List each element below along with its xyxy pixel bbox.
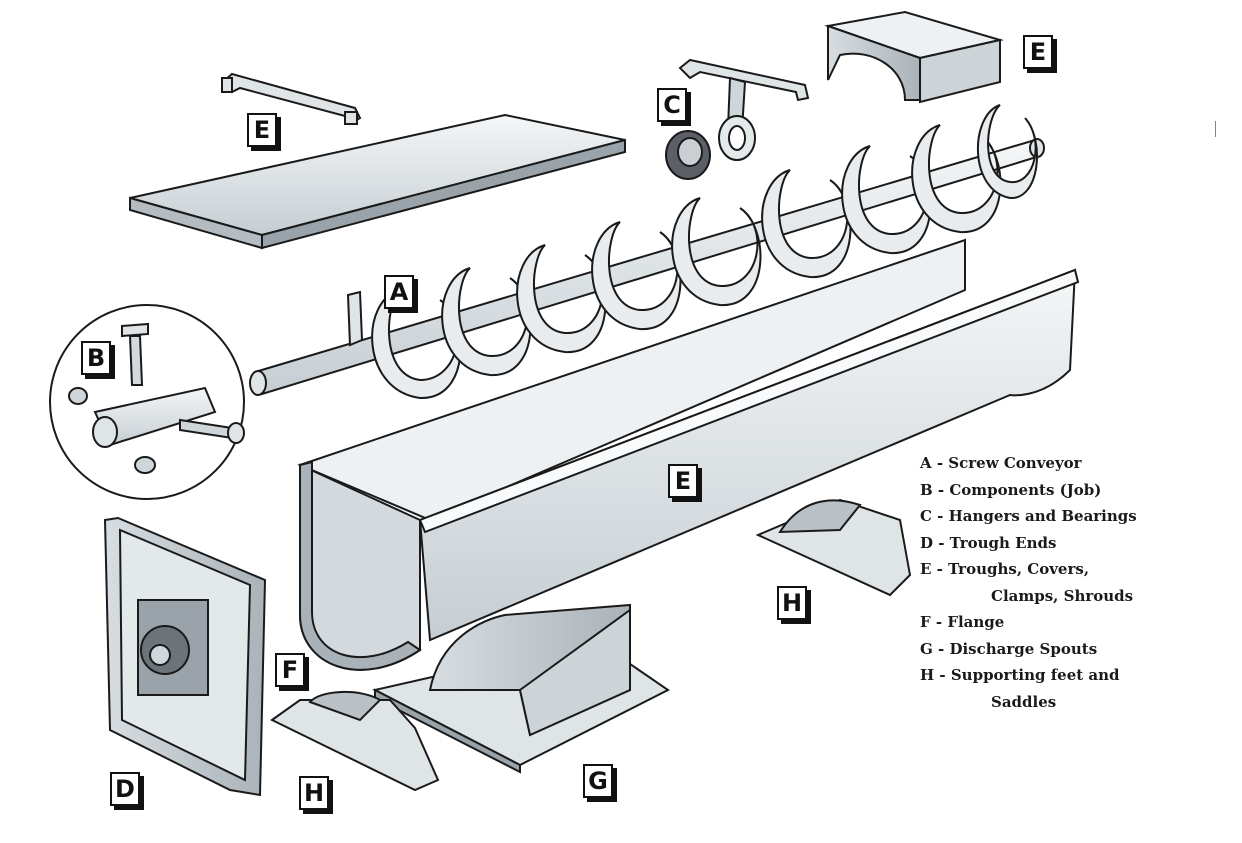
label-a: A — [384, 275, 414, 309]
legend-item-f: F - Flange — [920, 613, 1005, 631]
cover-plate — [129, 113, 626, 250]
label-f: F — [275, 653, 305, 687]
saddle-foot-left — [270, 690, 440, 792]
legend-item-h: H - Supporting feet and — [920, 666, 1120, 684]
label-g: G — [583, 764, 613, 798]
parts-legend: A - Screw Conveyor B - Components (Job) … — [920, 450, 1137, 715]
label-c: C — [657, 88, 687, 122]
trough — [297, 238, 1080, 671]
label-e-trough: E — [668, 464, 698, 498]
discharge-spout — [372, 603, 670, 774]
components-detail-circle — [49, 304, 245, 500]
legend-item-b: B - Components (Job) — [920, 480, 1102, 499]
legend-item-a: A - Screw Conveyor — [920, 454, 1082, 472]
saddle-foot-right — [755, 498, 912, 597]
label-h-right: H — [777, 586, 807, 620]
legend-item-h-cont: Saddles — [991, 692, 1057, 711]
legend-item-c: C - Hangers and Bearings — [920, 507, 1137, 525]
screw-flights — [346, 104, 1038, 400]
label-e-top-right: E — [1023, 35, 1053, 69]
trough-end-plate — [103, 516, 267, 797]
hanger-part — [678, 58, 810, 161]
bearing-part — [665, 130, 711, 180]
label-h-left: H — [299, 776, 329, 810]
legend-item-e: E - Troughs, Covers, — [920, 560, 1090, 578]
legend-item-g: G - Discharge Spouts — [920, 639, 1098, 658]
label-e-top-left: E — [247, 113, 277, 147]
legend-item-e-cont: Clamps, Shrouds — [991, 586, 1134, 605]
tick-mark — [1215, 121, 1216, 137]
clamp-part — [221, 72, 362, 126]
label-b: B — [81, 341, 111, 375]
shroud-box — [824, 10, 1004, 104]
label-d: D — [110, 772, 140, 806]
legend-item-d: D - Trough Ends — [920, 533, 1057, 552]
